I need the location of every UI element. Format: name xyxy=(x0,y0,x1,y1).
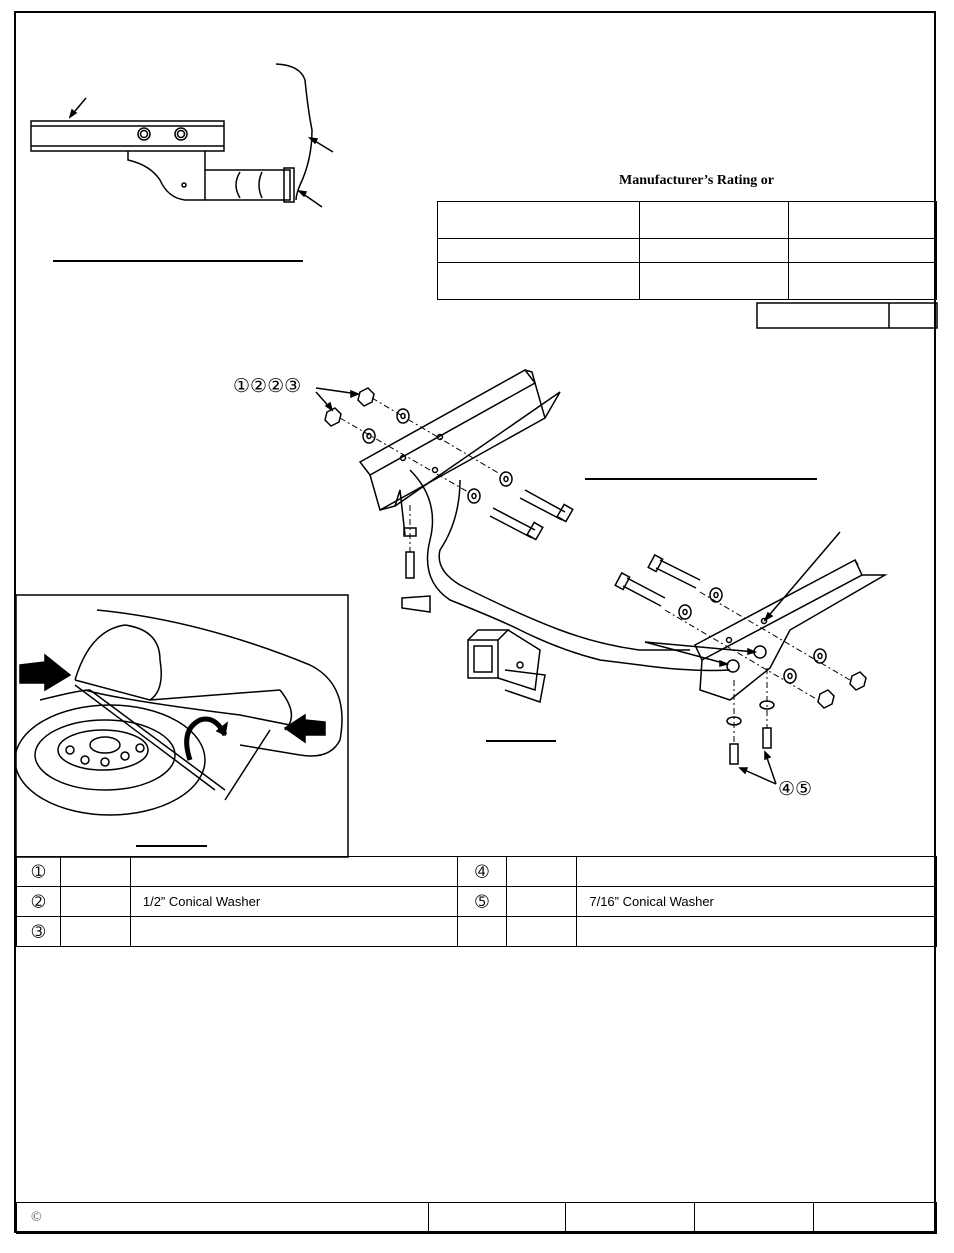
rating-cell xyxy=(437,262,640,300)
footer-cell xyxy=(427,1202,567,1234)
rating-cell xyxy=(788,238,937,263)
part-description xyxy=(576,916,937,947)
rating-heading: Manufacturer’s Rating or xyxy=(619,173,775,188)
part-qty xyxy=(59,856,131,887)
rating-cell xyxy=(437,238,640,263)
part-number: ➂ xyxy=(16,916,61,947)
rating-cell xyxy=(639,262,789,300)
footer-cell xyxy=(813,1202,937,1234)
footer-cell xyxy=(565,1202,696,1234)
part-qty xyxy=(506,916,578,947)
part-number: ➁ xyxy=(16,886,61,917)
bolt-left-lower xyxy=(489,507,544,541)
rating-row xyxy=(437,201,937,239)
part-description xyxy=(576,856,937,887)
parts-list-table: ➀ ➃ ➁ 1/2” Conical Washer ➄ 7/16” Conica… xyxy=(16,856,937,947)
bolt-left-upper xyxy=(519,489,574,523)
copyright-symbol: © xyxy=(16,1202,429,1234)
rating-table xyxy=(437,201,937,300)
spare-tire-inset xyxy=(14,594,349,858)
rating-cell xyxy=(639,238,789,263)
part-qty xyxy=(59,886,131,917)
callout-bolts: ④⑤ xyxy=(778,779,813,800)
parts-row: ➀ ➃ xyxy=(16,856,937,887)
exploded-hitch-diagram xyxy=(315,369,888,785)
part-number: ➀ xyxy=(16,856,61,887)
part-description: 7/16” Conical Washer xyxy=(576,886,937,917)
rating-row xyxy=(437,262,937,300)
parts-row: ➁ 1/2” Conical Washer ➄ 7/16” Conical Wa… xyxy=(16,886,937,917)
parts-row: ➂ xyxy=(16,916,937,947)
part-description xyxy=(129,856,458,887)
part-qty xyxy=(506,856,578,887)
callout-nuts-washers: ①②②③ xyxy=(233,376,302,397)
rating-cell xyxy=(437,201,640,239)
side-view-diagram xyxy=(30,63,334,262)
rating-sub-box xyxy=(756,302,938,329)
part-qty xyxy=(506,886,578,917)
footer-table: © xyxy=(16,1202,937,1234)
rating-cell xyxy=(639,201,789,239)
rating-cell xyxy=(788,201,937,239)
footer-row: © xyxy=(16,1202,937,1234)
part-description: 1/2” Conical Washer xyxy=(129,886,458,917)
part-number: ➃ xyxy=(456,856,508,887)
part-number xyxy=(456,916,508,947)
part-qty xyxy=(59,916,131,947)
rating-row xyxy=(437,238,937,263)
rating-cell xyxy=(788,262,937,300)
part-number: ➄ xyxy=(456,886,508,917)
footer-cell xyxy=(694,1202,815,1234)
part-description xyxy=(129,916,458,947)
